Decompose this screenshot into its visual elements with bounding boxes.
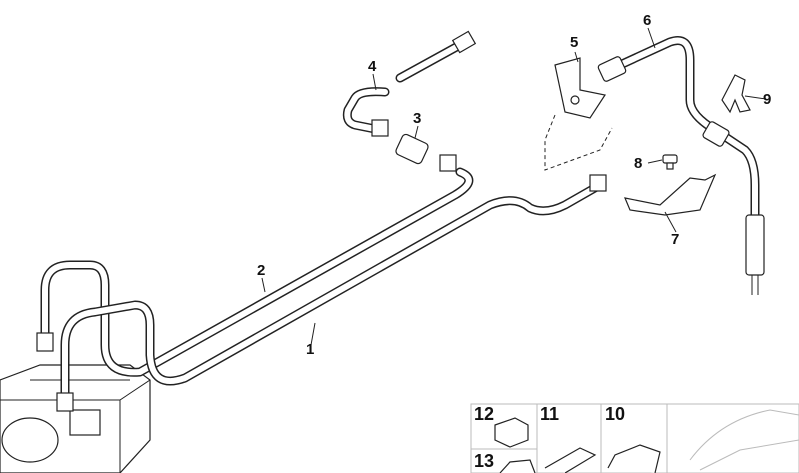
callout-3: 3 — [413, 110, 422, 127]
callout-4: 4 — [368, 58, 377, 75]
inset-label-13: 13 — [474, 451, 495, 471]
callout-8: 8 — [634, 155, 643, 172]
callout-9: 9 — [763, 91, 772, 108]
abs-fittings — [36, 332, 74, 412]
callout-6: 6 — [643, 12, 652, 29]
callout-7: 7 — [671, 231, 680, 248]
hose-part-6 — [597, 36, 765, 295]
connector-part-3 — [395, 133, 607, 192]
abs-unit — [0, 364, 151, 473]
brake-pipe-2 — [40, 167, 474, 377]
bracket-part-7 — [624, 173, 717, 216]
callout-1: 1 — [306, 341, 315, 358]
clip-part-9 — [721, 74, 751, 114]
bracket-part-5 — [544, 57, 613, 171]
callout-5: 5 — [570, 34, 579, 51]
leader-lines — [261, 27, 767, 346]
inset-label-12: 12 — [474, 404, 495, 424]
inset-panel — [470, 403, 799, 473]
brake-pipe-1 — [60, 180, 605, 400]
pipe-part-4 — [342, 30, 477, 137]
inset-label-10: 10 — [605, 404, 626, 424]
callout-2: 2 — [257, 262, 266, 279]
inset-label-11: 11 — [540, 404, 560, 424]
screw-part-8 — [662, 154, 678, 170]
